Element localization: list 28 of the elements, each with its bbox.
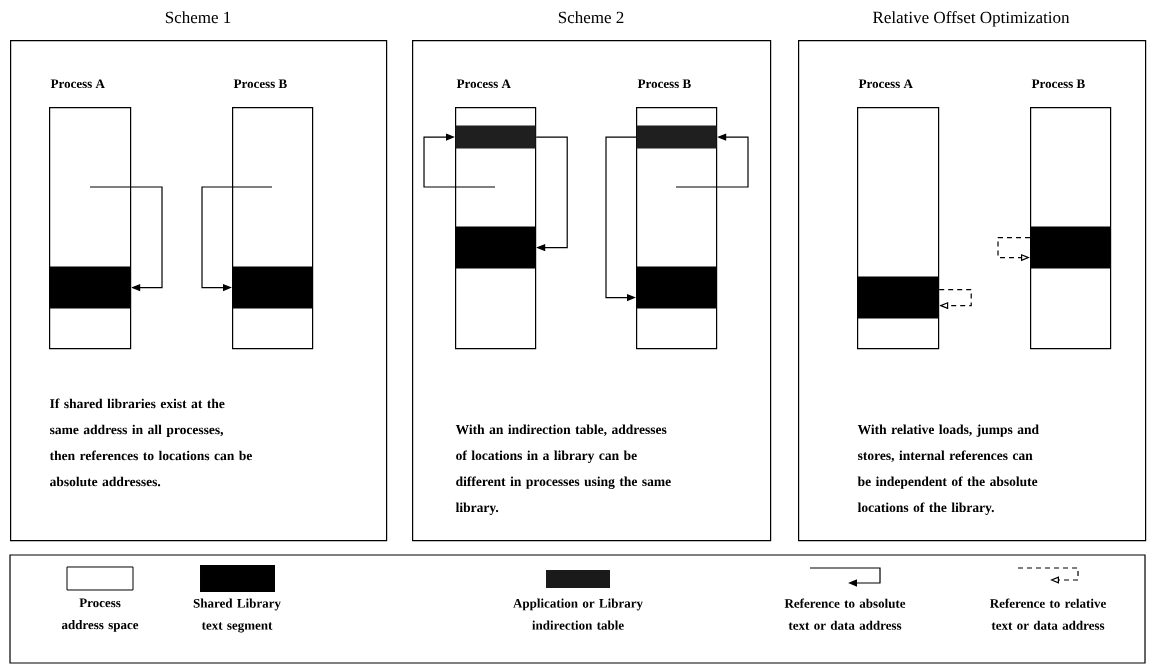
description: With relative loads, jumps and stores, internal references can be independent of the absolute locations of the library. [857, 424, 1039, 515]
reference-arrow [89, 186, 163, 292]
description: If shared libraries exist at the same address in all processes, then references to locations can be absolute addresses. [49, 398, 252, 487]
library-segment [1030, 226, 1111, 269]
legend-text: Shared Library text segment [193, 598, 281, 633]
legend-text: Reference to absolute text or data address [784, 598, 906, 630]
process-label: Process B [233, 79, 287, 89]
process-label: Process A [858, 79, 913, 89]
library-segment [636, 266, 717, 309]
process-label: Process B [1031, 79, 1085, 89]
reference-arrow [535, 136, 568, 252]
process-label: Process A [456, 79, 511, 89]
description: With an indirection table, addresses of locations in a library can be different in processes using the same library. [455, 424, 671, 515]
process-label: Process A [50, 79, 105, 89]
panel-title: Scheme 2 [558, 11, 624, 24]
reference-arrow [423, 133, 496, 188]
library-segment [455, 226, 536, 269]
process-label: Process B [637, 79, 691, 89]
library-segment [232, 266, 313, 309]
legend-text: Process address space [61, 598, 139, 632]
reference-arrow [938, 289, 972, 310]
panel-title: Scheme 1 [165, 11, 231, 24]
panel-title: Relative Offset Optimization [873, 11, 1070, 27]
legend-text: Application or Library indirection table [513, 598, 643, 630]
reference-arrow [675, 133, 749, 188]
legend-text: Reference to relative text or data address [990, 598, 1106, 630]
library-segment [857, 276, 939, 319]
library-segment [49, 266, 131, 309]
